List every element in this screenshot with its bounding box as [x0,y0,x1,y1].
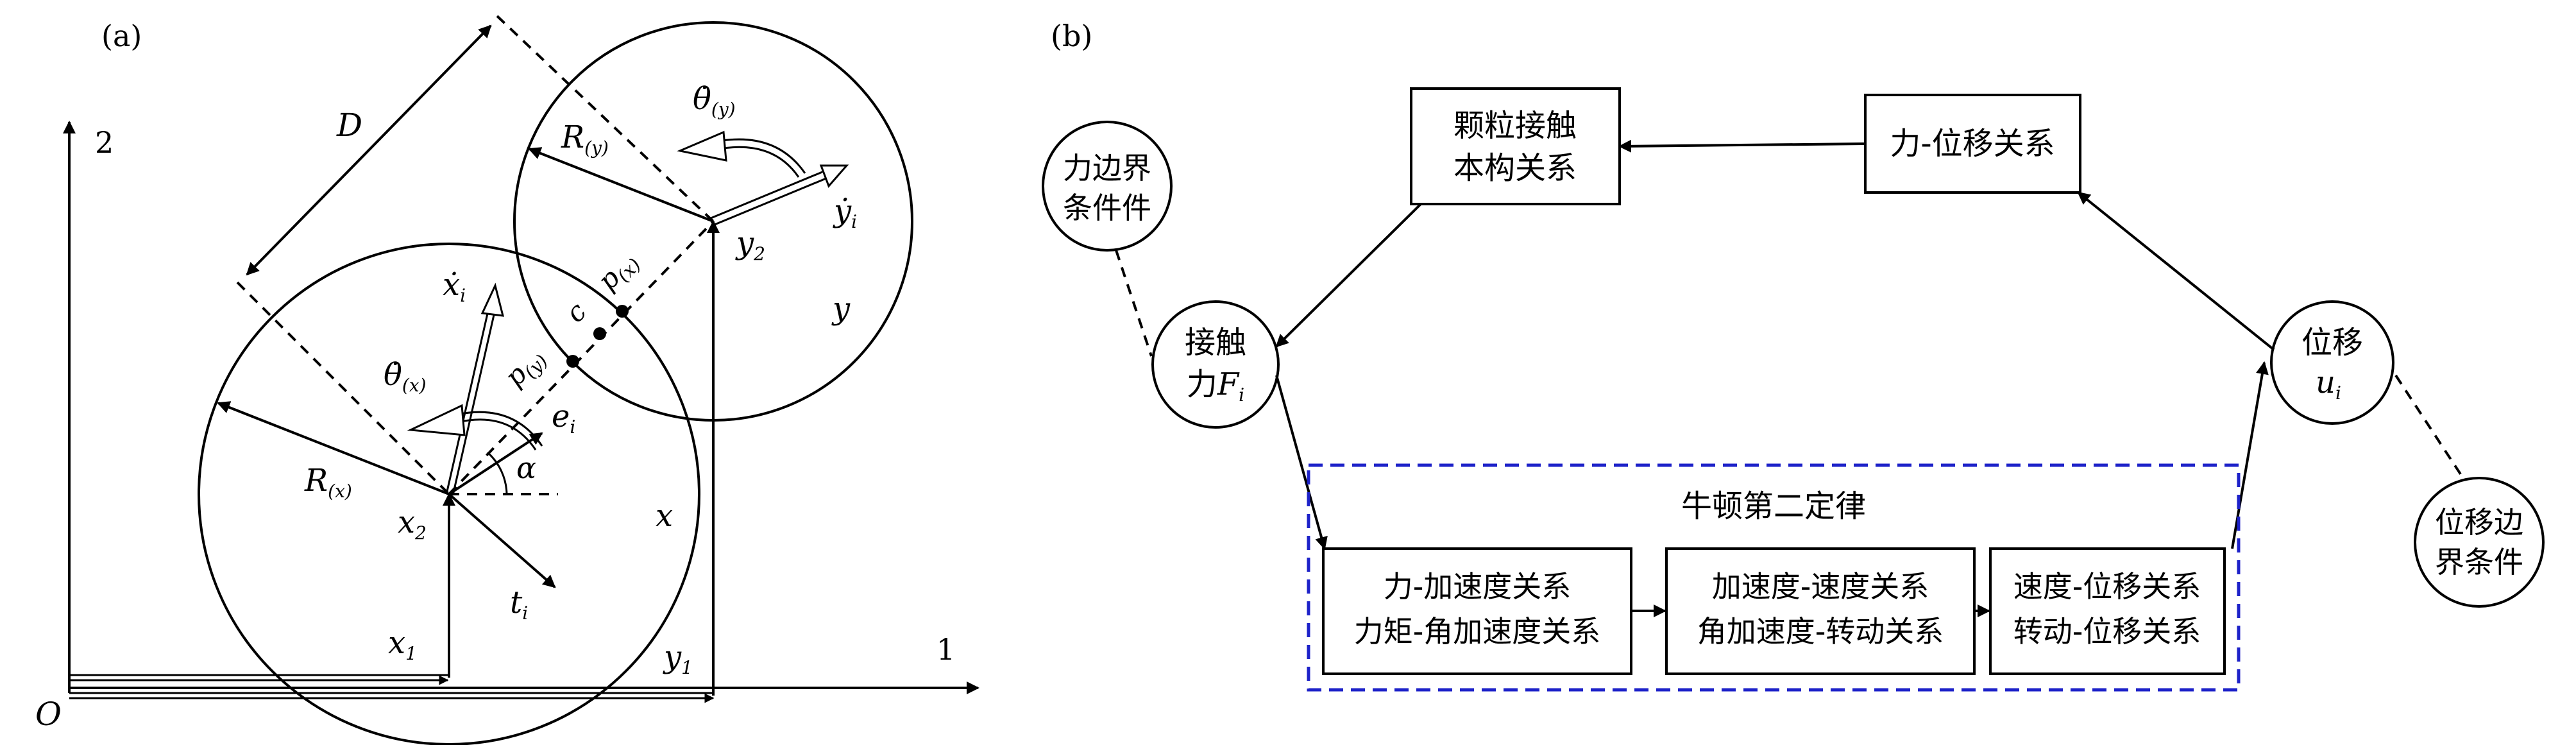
panel-a-tag: (a) [101,19,142,53]
accel-vel-line2: 角加速度-转动关系 [1697,614,1944,649]
contact-point-py [566,355,579,368]
disp-boundary-line1: 位移边 [2435,505,2523,540]
accel-vel-box [1665,547,1976,675]
alpha-arc [486,451,508,495]
contact-model-box [1410,87,1621,205]
force-accel-line1: 力-加速度关系 [1384,569,1572,604]
particle-y-label: y [831,291,851,327]
e-i-label: ei [552,398,575,438]
y2-label: y2 [735,225,765,264]
force-accel-line2: 力矩-角加速度关系 [1354,614,1601,649]
force-boundary-connector [1115,250,1153,357]
displacement-circle [2270,300,2394,425]
contact-model-line1: 颗粒接触 [1453,108,1577,144]
y-dot-label: ẏi [833,193,857,232]
contact-force-circle [1151,300,1280,429]
e-i-vector [448,432,543,495]
arrow-disp-to-forcedisp [2077,191,2275,351]
r-y-line [528,147,714,223]
t-i-vector [448,493,556,588]
centre-line [448,220,715,495]
arrow-forcedisp-to-model [1618,139,1866,153]
disp-boundary-circle [2414,477,2545,608]
force-boundary-line2: 条件件 [1063,191,1151,225]
panel-b-tag: (b) [1051,19,1092,53]
arrow-model-to-contact [1275,203,1422,348]
d-extension-2 [236,281,450,495]
particle-y-circle [513,21,913,422]
displacement-line2: ui [2316,364,2341,404]
vel-disp-box [1989,547,2226,675]
origin-label: O [35,696,62,733]
x-dot-label: ẋi [443,267,466,306]
panel-b: (b) 颗粒接触 本构关系 力-位移关系 力边界 条件件 接触 力Fi 位移 u… [1042,19,2545,692]
theta-x-label: θ̇(x) [384,357,427,396]
d-dimension-line [246,24,492,276]
panel-a: (a) 2 1 O D R(y) R(x) c p(x) p(y) [35,15,979,745]
d-label: D [336,107,362,144]
p-y-label: p(y) [498,341,552,395]
r-x-label: R(x) [304,463,352,502]
x1-label: x1 [388,625,417,664]
newton-law-title: 牛顿第二定律 [1681,488,1866,524]
force-disp-label: 力-位移关系 [1890,126,2055,162]
newton-law-dashed-box [1307,463,2241,692]
c-label: c [559,296,593,329]
contact-force-line1: 接触 [1185,325,1246,361]
force-boundary-line1: 力边界 [1063,151,1151,185]
x-dot-arrow [445,282,504,496]
alpha-label: α [516,450,536,485]
y-dot-arrow [710,164,849,226]
axis-2-label: 2 [95,125,114,160]
disp-boundary-connector [2394,374,2464,479]
p-x-label: p(x) [591,244,645,298]
force-boundary-circle [1042,121,1173,252]
arrow-contact-to-newton [1275,375,1328,550]
theta-x-arrow [407,404,543,450]
disp-boundary-line2: 界条件 [2435,545,2523,579]
r-y-label: R(y) [561,119,609,158]
contact-model-line2: 本构关系 [1453,150,1577,186]
contact-point-px [616,305,629,318]
vel-disp-line2: 转动-位移关系 [2013,614,2201,649]
contact-point-c [593,327,606,340]
accel-vel-line1: 加速度-速度关系 [1712,569,1929,604]
theta-y-arrow [677,130,806,178]
force-accel-box [1322,547,1632,675]
t-i-label: ti [510,585,528,624]
displacement-line1: 位移 [2301,325,2363,361]
axis-1-label: 1 [936,632,955,667]
r-x-line [217,401,450,495]
particle-x-label: x [656,498,673,534]
theta-y-label: θ̇(y) [693,81,736,120]
y1-label: y1 [663,639,693,678]
contact-force-line2: 力Fi [1187,366,1244,406]
d-extension-1 [496,15,715,223]
vel-disp-line1: 速度-位移关系 [2013,569,2201,604]
x2-label: x2 [398,504,427,544]
